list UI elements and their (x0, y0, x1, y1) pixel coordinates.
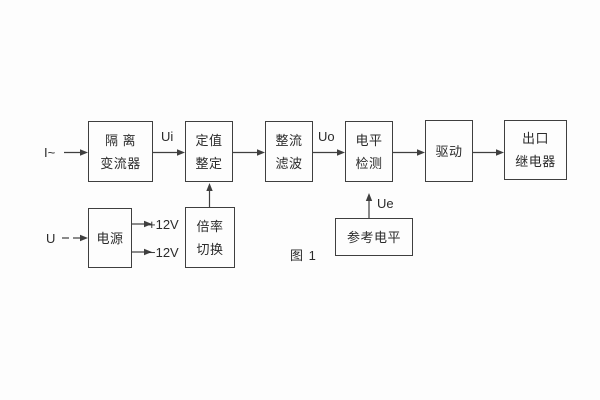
arrow-reference-ue (365, 193, 373, 218)
block-isolation-transformer: 隔 离 变流器 (88, 121, 153, 182)
arrow-ratio-to-setting (206, 183, 213, 207)
arrow-voltage-input (62, 234, 88, 242)
arrow-rectifier-to-level (313, 149, 345, 156)
block-line: 滤波 (275, 155, 303, 171)
label-ui-signal: Ui (161, 129, 174, 144)
figure-caption: 图 1 (290, 248, 317, 263)
block-line: 电平 (355, 132, 383, 148)
block-output-relay: 出口 继电器 (504, 120, 567, 180)
block-line: 变流器 (100, 155, 141, 171)
block-line: 电源 (96, 230, 124, 246)
arrow-power-to-plus12v (132, 220, 152, 228)
block-line: 检测 (355, 155, 383, 171)
label-minus-12v: −12V (148, 245, 179, 260)
block-driver: 驱动 (425, 120, 473, 182)
arrow-current-input (64, 149, 88, 156)
block-power-supply: 电源 (88, 208, 132, 268)
block-rectifier-filter: 整流 滤波 (265, 121, 313, 182)
block-line: 出口 (521, 131, 549, 146)
block-line: 定值 (195, 132, 223, 148)
label-voltage-input: U (46, 231, 56, 246)
label-plus-12v: +12V (148, 217, 179, 232)
block-line: 继电器 (515, 154, 556, 169)
block-line: 隔 离 (104, 132, 137, 148)
block-setting-adjustment: 定值 整定 (185, 121, 233, 182)
arrow-power-to-minus12v (132, 248, 152, 256)
arrow-driver-to-relay (473, 149, 504, 156)
label-current-input: I~ (44, 145, 56, 160)
block-line: 参考电平 (346, 229, 401, 245)
block-line: 整定 (195, 155, 223, 171)
arrow-setting-to-rectifier (233, 149, 265, 156)
arrow-isolation-to-setting (153, 149, 185, 156)
block-line: 切换 (196, 241, 224, 257)
label-ue-signal: Ue (377, 196, 394, 211)
block-ratio-switch: 倍率 切换 (185, 207, 235, 268)
block-reference-level: 参考电平 (335, 218, 413, 256)
block-line: 倍率 (196, 218, 224, 234)
block-line: 整流 (275, 132, 303, 148)
arrow-level-to-driver (393, 149, 425, 156)
block-line: 驱动 (435, 143, 463, 159)
label-uo-signal: Uo (318, 129, 335, 144)
block-level-detector: 电平 检测 (345, 121, 393, 182)
